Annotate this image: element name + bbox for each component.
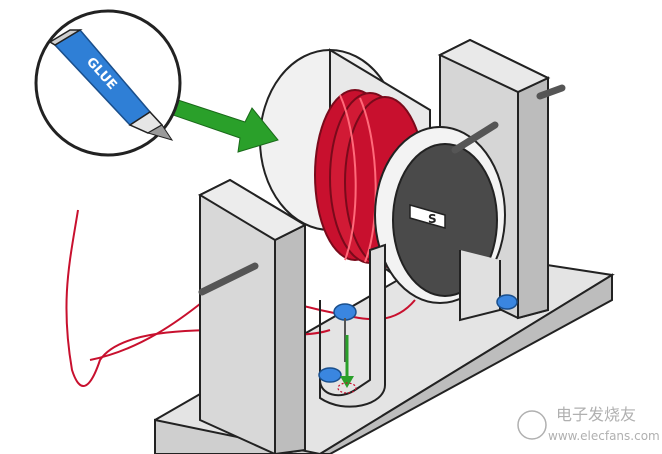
watermark: 电子发烧友 www.elecfans.com [517,405,660,443]
left-upright [197,178,308,454]
svg-text:S: S [428,212,437,226]
glue-callout: GLUE [34,9,182,157]
u-bracket [319,243,501,408]
right-axle [536,84,566,100]
south-pole-label: S [409,204,446,229]
pin-top [333,303,357,321]
pin-bottom [318,367,342,383]
left-axle [198,262,259,296]
watermark-url: www.elecfans.com [548,429,660,443]
glue-arrow [172,99,279,153]
center-axle [451,121,499,154]
pin-right [496,294,518,310]
watermark-chinese: 电子发烧友 [556,405,636,424]
coil-drum: S [259,48,506,304]
blue-pins [318,294,518,383]
drop-arrow [337,335,357,394]
